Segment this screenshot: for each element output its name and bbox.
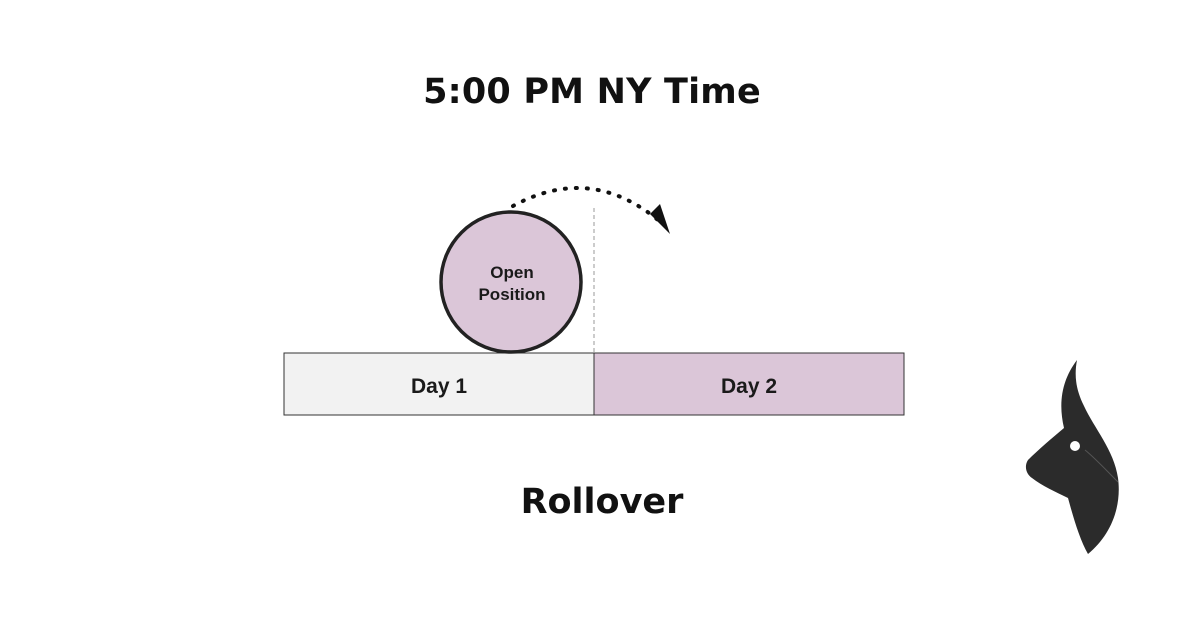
day-2-label: Day 2 (721, 375, 777, 398)
open-position-label-line1: Open (490, 263, 533, 282)
arrowhead-icon (650, 204, 670, 234)
diagram-caption: Rollover (520, 482, 684, 522)
day-1-box (283, 352, 595, 416)
day-2-box (593, 352, 905, 416)
dotted-curved-arrow-icon (511, 186, 660, 222)
open-position-label-line2: Position (478, 285, 545, 304)
page-title: 5:00 PM NY Time (423, 72, 761, 112)
day-1-label: Day 1 (411, 375, 467, 398)
open-position-circle (439, 210, 583, 354)
goat-head-logo-icon (1025, 360, 1119, 554)
